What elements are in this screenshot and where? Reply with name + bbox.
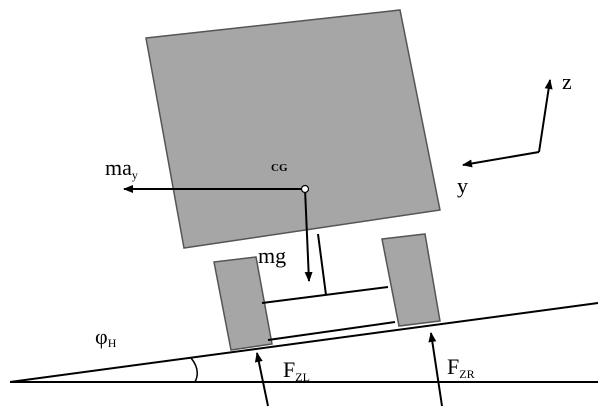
z-axis-arrow xyxy=(538,79,553,153)
z-axis-label: z xyxy=(562,69,572,94)
fzl-label: FZL xyxy=(283,357,310,384)
right-wheel xyxy=(381,233,441,327)
road-angle-label: φH xyxy=(95,324,117,350)
lateral-force-label: may xyxy=(105,155,138,182)
gravity-arrow xyxy=(304,188,313,282)
fzr-label: FZR xyxy=(447,354,475,381)
gravity-label: mg xyxy=(258,243,286,268)
fzr-arrow xyxy=(428,332,443,407)
y-axis-arrow xyxy=(462,151,540,168)
suspension-stalk xyxy=(317,233,327,296)
axle-lower xyxy=(267,321,396,341)
angle-arc xyxy=(190,357,198,383)
left-wheel xyxy=(213,256,273,351)
cg-point xyxy=(300,184,310,194)
cg-label: CG xyxy=(271,162,288,174)
vehicle-body xyxy=(145,9,441,249)
inclined-road-line xyxy=(9,302,599,383)
y-axis-label: y xyxy=(457,173,468,198)
fzl-arrow xyxy=(254,352,269,407)
